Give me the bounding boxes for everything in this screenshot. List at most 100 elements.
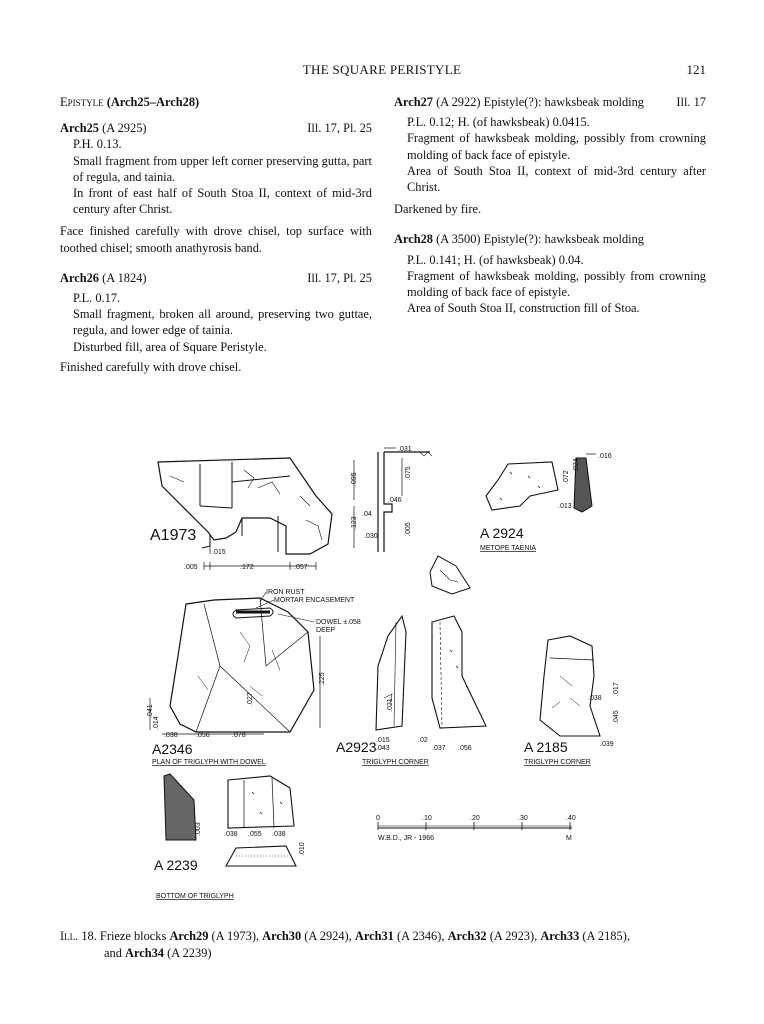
dim-172: .172	[240, 564, 254, 571]
drawing-a2239: .003 .038 .055 .038 .010 A 2239 BOTTOM O…	[154, 773, 306, 900]
dim-015b: .015	[376, 737, 390, 744]
entry-inv: (A 2925)	[102, 121, 147, 136]
catalog-entry: Arch26 (A 1824) Ill. 17, Pl. 25 P.L. 0.1…	[60, 270, 372, 375]
caption-inv: (A 2923),	[486, 929, 541, 943]
entry-context: Area of South Stoa II, context of mid-3r…	[407, 163, 706, 195]
caption-ref: Arch31	[354, 929, 394, 943]
caption-ref: Arch30	[262, 929, 302, 943]
dim-056a: .056	[196, 732, 210, 739]
label-a2346: A2346	[152, 741, 193, 757]
scale-tick: .10	[422, 815, 432, 822]
dim-041: .041	[147, 704, 154, 718]
catalog-entry: Arch27 (A 2922) Epistyle(?): hawksbeak m…	[394, 94, 706, 217]
entry-measure: P.L. 0.141; H. (of hawksbeak) 0.04.	[407, 252, 584, 267]
scale-unit: M	[566, 835, 572, 842]
drawing-canvas: A1973 .015 .005 .172 .057 .095 .123 .031…	[147, 446, 620, 900]
drawing-a1973-section: .095 .123 .031 .075 .046 .04 .005 .030	[351, 446, 433, 552]
running-head: THE SQUARE PERISTYLE 121	[0, 62, 764, 80]
entry-context: Disturbed fill, area of Square Peristyle…	[73, 339, 267, 354]
dim-045: .045	[613, 710, 620, 724]
catalog-entry: Arch28 (A 3500) Epistyle(?): hawksbeak m…	[394, 231, 706, 316]
dim-027: .027	[247, 692, 254, 706]
label-a2924: A 2924	[480, 525, 524, 541]
dim-037: .037	[432, 745, 446, 752]
drawing-a2924: .016 .072 .024 .013 A 2924 METOPE TAENIA	[480, 453, 612, 552]
section-prefix: Epistyle	[60, 95, 104, 109]
dim-078: .078	[232, 732, 246, 739]
dim-003: .003	[195, 822, 202, 836]
entry-head: Arch26 (A 1824) Ill. 17, Pl. 25	[60, 270, 372, 286]
dim-005a: .005	[405, 522, 412, 536]
dim-04: .04	[362, 511, 372, 518]
dim-030: .030	[364, 533, 378, 540]
entry-id: Arch27	[394, 95, 434, 109]
label-a2239-sub: BOTTOM OF TRIGLYPH	[156, 893, 234, 900]
page-number: 121	[686, 62, 707, 77]
right-column: Arch27 (A 2922) Epistyle(?): hawksbeak m…	[394, 94, 706, 328]
dim-123: .123	[351, 516, 358, 530]
entry-inv: (A 1824)	[102, 270, 147, 285]
label-a2923: A2923	[336, 739, 377, 755]
caption-text: Frieze blocks	[99, 929, 170, 943]
label-a2923-sub: TRIGLYPH CORNER	[362, 759, 429, 766]
label-a2185-sub: TRIGLYPH CORNER	[524, 759, 591, 766]
dim-017: .017	[613, 682, 620, 696]
drawing-signature: W.B.D., JR - 1966	[378, 835, 434, 842]
entry-context: In front of east half of South Stoa II, …	[73, 186, 372, 217]
entry-inv: (A 3500)	[436, 232, 481, 247]
dim-038c: .038	[224, 831, 238, 838]
dim-031: .031	[398, 446, 412, 453]
entry-ill: Ill. 17, Pl. 25	[307, 121, 372, 136]
dim-010: .010	[299, 842, 306, 856]
scale-bar: 0 .10 .20 .30 .40 W.B.D., JR - 1966 M	[376, 815, 576, 842]
entry-head: Arch25 (A 2925) Ill. 17, Pl. 25	[60, 120, 372, 136]
dim-024: .024	[573, 458, 580, 472]
entry-desc: Small fragment, broken all around, prese…	[73, 307, 372, 338]
caption-inv: (A 1973),	[208, 929, 263, 943]
entry-desc: Fragment of hawksbeak molding, possibly …	[407, 131, 706, 162]
caption-inv: (A 2924),	[301, 929, 355, 943]
dim-015: .015	[212, 549, 226, 556]
entry-measure: P.H. 0.13.	[73, 137, 122, 152]
label-a2924-sub: METOPE TAENIA	[480, 545, 536, 552]
drawing-a1973: A1973 .015 .005 .172 .057	[150, 457, 333, 571]
entry-desc: Small fragment from upper left corner pr…	[73, 153, 372, 184]
entry-ill: Ill. 17	[676, 95, 706, 109]
entry-desc: Fragment of hawksbeak molding, possibly …	[407, 268, 706, 300]
entry-title: Epistyle(?): hawksbeak molding	[483, 232, 644, 247]
caption-label: Ill. 18.	[60, 929, 97, 943]
dim-056b: .056	[458, 745, 472, 752]
label-a2346-sub: PLAN OF TRIGLYPH WITH DOWEL	[152, 759, 266, 766]
entry-id: Arch25	[60, 121, 100, 136]
entry-inv: (A 2922)	[436, 95, 481, 109]
dim-038d: .038	[272, 831, 286, 838]
left-column: Epistyle (Arch25–Arch28) Arch25 (A 2925)…	[60, 94, 372, 387]
dim-038a: .038	[164, 732, 178, 739]
dim-014: .014	[153, 716, 160, 730]
dim-057: .057	[294, 564, 308, 571]
dim-016: .016	[598, 453, 612, 460]
entry-head: Arch28 (A 3500) Epistyle(?): hawksbeak m…	[394, 231, 706, 247]
entry-id: Arch26	[60, 270, 100, 285]
dim-225: .225	[319, 672, 326, 686]
scale-tick: .30	[518, 815, 528, 822]
dim-013: .013	[558, 503, 572, 510]
dim-095: .095	[351, 472, 358, 486]
caption-inv: (A 2239)	[164, 945, 212, 960]
entry-note: Finished carefully with drove chisel.	[60, 359, 242, 374]
dim-043: .043	[376, 745, 390, 752]
scale-tick: 0	[376, 815, 380, 822]
label-a1973: A1973	[150, 527, 196, 544]
dim-039: .039	[600, 741, 614, 748]
dim-046: .046	[388, 497, 402, 504]
scale-tick: .20	[470, 815, 480, 822]
dim-005: .005	[184, 564, 198, 571]
dim-038b: .038	[588, 695, 602, 702]
caption-ref: Arch33	[540, 929, 580, 943]
caption-ref: Arch29	[169, 929, 209, 943]
drawing-small-fragment	[429, 555, 471, 595]
caption-ref: Arch34	[125, 945, 165, 960]
label-dowel: DOWEL ±.058	[316, 619, 361, 626]
drawing-a2185: .038 .017 .045 .039 A 2185 TRIGLYPH CORN…	[524, 635, 620, 766]
dim-072: .072	[563, 470, 570, 484]
